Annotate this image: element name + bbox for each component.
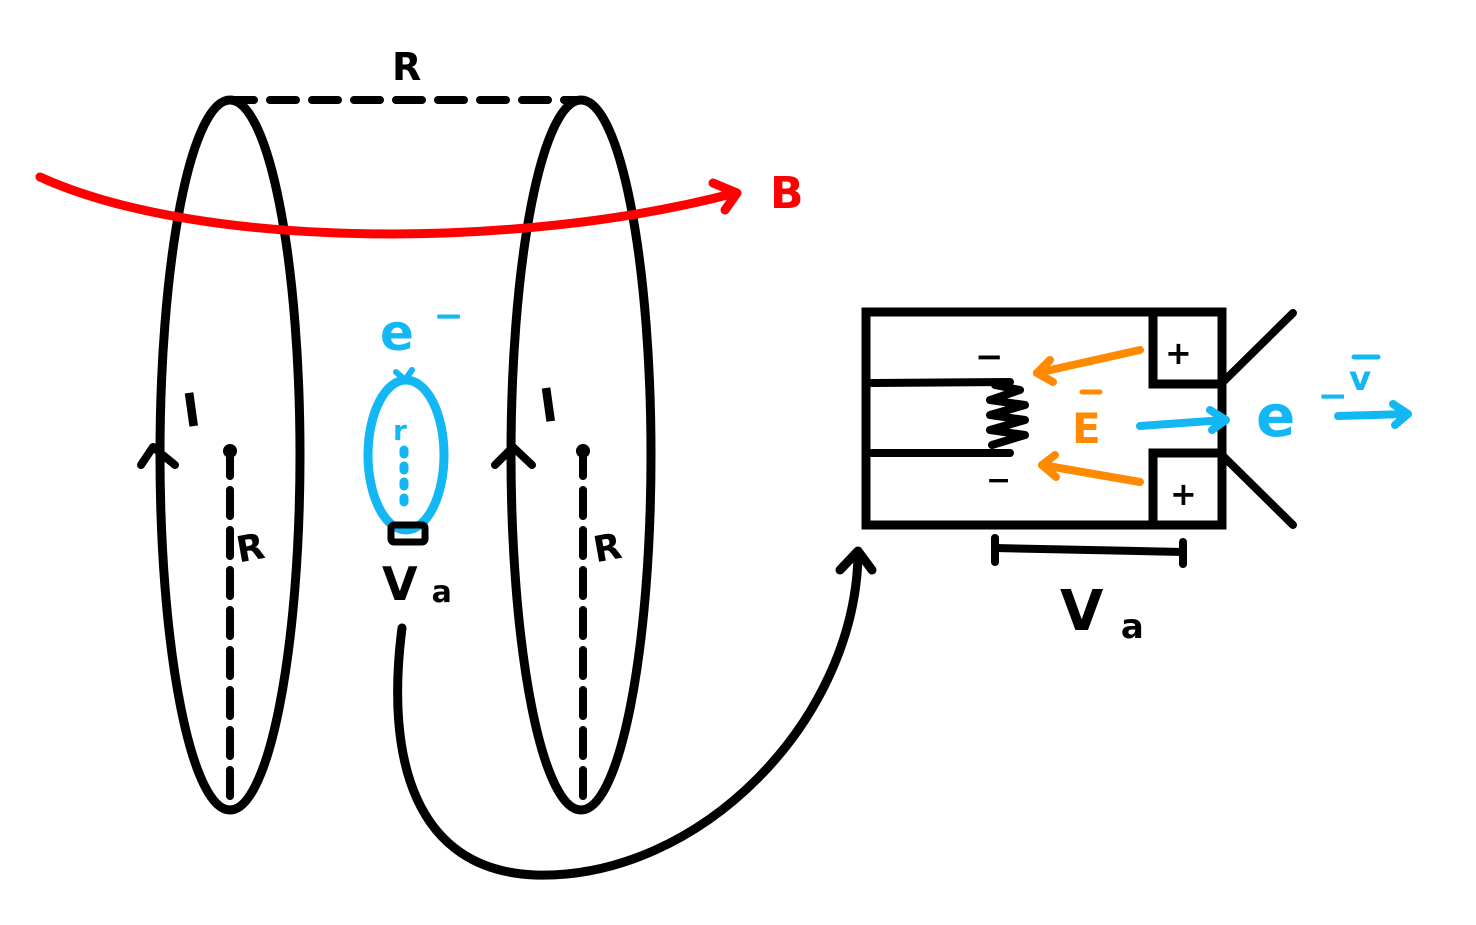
electron-label-main: e [380,304,414,362]
b-field-label: B [770,168,804,219]
e-field-arrowhead-bottom [1038,451,1060,481]
b-field-line [35,172,740,239]
e-field-arrow-bottom [1038,461,1144,486]
gun-electron-sup: − [1318,376,1348,417]
voltage-label: V a [1060,579,1144,647]
filament-coil [986,381,1029,449]
connector-arrowhead [835,546,877,575]
gun-label-main: V [382,557,418,611]
exit-flare-bottom [1218,451,1297,529]
beam-arrow-inner [1136,416,1229,430]
magnetic-field: B [35,168,804,239]
voltage-label-main: V [1060,579,1104,644]
orbit-direction-arrow [393,367,415,383]
connector-curve [393,550,863,880]
left-coil: I R [137,95,305,815]
right-current-label: I [536,377,560,433]
zoom-connector [393,546,877,880]
gun-electron-label: e − [1256,376,1348,450]
left-current-label: I [179,382,203,438]
e-field-arrowhead-top [1033,356,1057,386]
cathode-minus-bottom: − [986,463,1011,498]
beam-arrowhead-inner [1206,406,1230,434]
gun-electron-main: e [1256,382,1295,450]
cathode-minus-top: − [975,337,1004,377]
anode-top-plus: + [1165,334,1192,372]
filament-wire-top [868,378,1014,387]
anode-bottom [1148,448,1227,530]
right-current-arrow [491,443,536,469]
electron-source [387,521,429,546]
gun-label-sub: a [432,575,452,610]
coil-separation: R [224,45,584,104]
right-radius-label: R [590,526,624,571]
voltage-label-sub: a [1121,607,1144,647]
e-field-label: E [1072,404,1101,453]
gun-label: V a [382,557,452,611]
electron-gun: + + − − E e − v V a [861,307,1412,647]
right-radius-dot [576,444,590,458]
left-radius-label: R [233,526,267,571]
e-field-arrow-top [1033,346,1144,377]
velocity-arrow [1334,410,1410,420]
electron-orbit: r e − V a [363,296,464,611]
left-radius-dot [223,444,237,458]
exit-flare-top [1218,309,1297,387]
right-coil: I R [491,95,656,815]
b-field-arrowhead [708,178,742,215]
electron-label: e − [380,296,464,362]
orbit-radius-label: r [393,414,407,447]
velocity-label: v [1349,359,1371,399]
left-current-arrow [137,443,179,469]
velocity-arrowhead [1389,400,1412,429]
voltage-bracket [991,544,1187,556]
separation-label: R [392,45,421,89]
anode-top [1148,307,1227,389]
anode-bottom-plus: + [1170,475,1197,513]
electron-label-sup: − [433,296,463,337]
